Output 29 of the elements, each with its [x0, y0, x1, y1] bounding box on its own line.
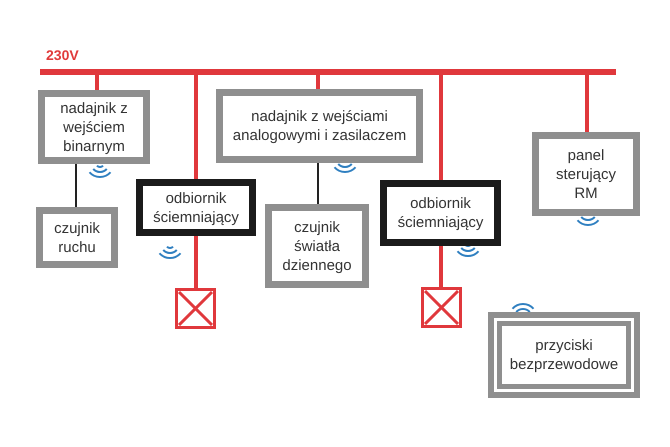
power-line [585, 75, 589, 132]
device-box [216, 89, 423, 163]
power-line [439, 75, 443, 180]
power-line [194, 236, 198, 288]
device-label: nadajnik z wejściami analogowymi i zasilaczem [232, 107, 408, 145]
receiver-box [380, 180, 501, 246]
device-label: nadajnik z wejściem binarnym [59, 98, 129, 156]
power-line [316, 75, 320, 89]
power-bus [40, 69, 616, 75]
device-label: odbiornik ściemniający [396, 194, 484, 232]
device-box [265, 204, 369, 288]
device-box [532, 132, 640, 216]
voltage-label: 230V [46, 47, 79, 63]
lamp-symbol [421, 287, 462, 328]
signal-line [317, 163, 319, 204]
device-label: panel sterujący RM [554, 146, 618, 202]
power-line [194, 75, 198, 179]
device-label: przyciski bezprzewodowe [508, 336, 620, 374]
device-box [38, 90, 150, 164]
signal-line [75, 164, 77, 207]
lamp-symbol [175, 288, 216, 329]
receiver-box [136, 179, 256, 236]
device-label: czujnik światła dziennego [281, 218, 353, 274]
device-label: odbiornik ściemniający [152, 188, 240, 226]
power-line [95, 75, 99, 90]
power-line [439, 246, 443, 287]
device-label: czujnik ruchu [53, 218, 101, 256]
device-box [36, 207, 118, 268]
button-panel-box [488, 312, 640, 398]
